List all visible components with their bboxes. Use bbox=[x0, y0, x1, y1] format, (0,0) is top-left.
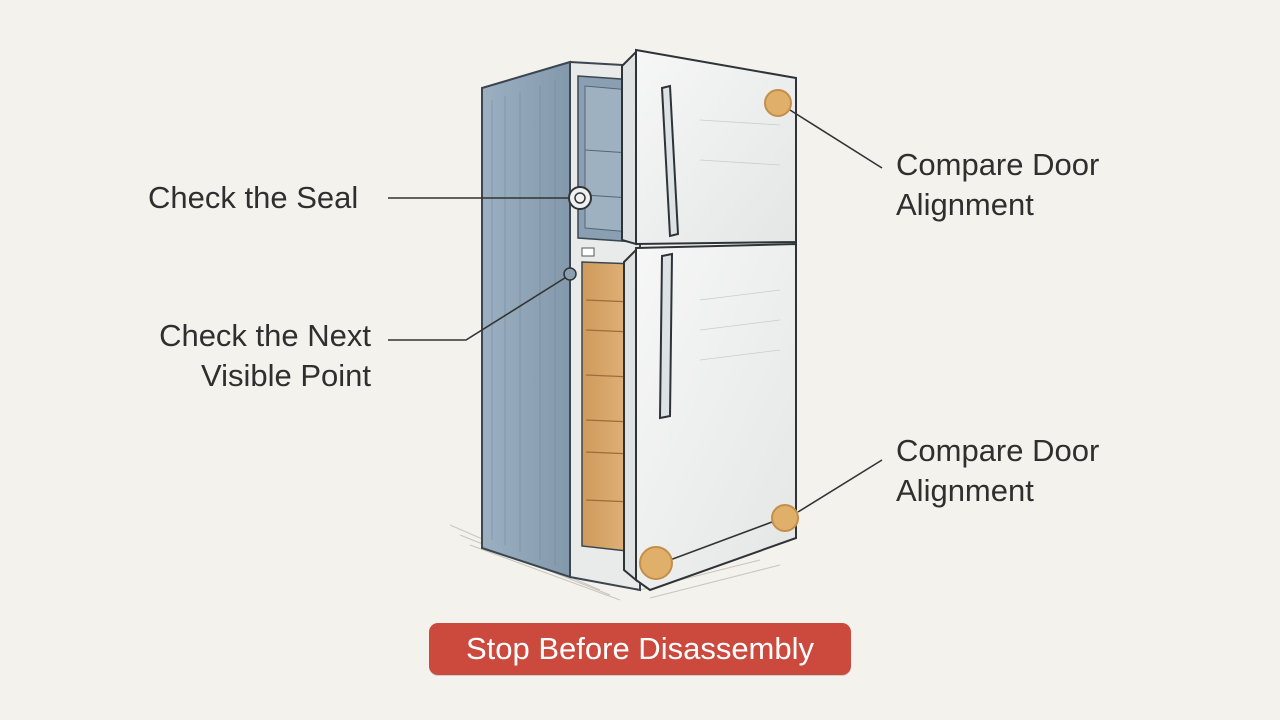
callout-check-next-line2: Visible Point bbox=[200, 358, 371, 393]
next-point-marker bbox=[563, 267, 577, 281]
door-bottom-marker bbox=[771, 504, 799, 532]
callout-door-bottom-line1: Compare Door bbox=[896, 433, 1100, 468]
callout-lines bbox=[388, 109, 883, 561]
freezer-door bbox=[635, 48, 797, 246]
door-top-marker bbox=[764, 89, 792, 117]
callout-check-next-point: Check the Next Visible Point bbox=[130, 316, 371, 396]
callout-door-alignment-top: Compare Door Alignment bbox=[896, 145, 1099, 225]
callout-door-top-line2: Alignment bbox=[896, 187, 1034, 222]
callout-door-bottom-line2: Alignment bbox=[896, 473, 1034, 508]
seal-marker bbox=[568, 186, 592, 210]
callout-check-next-line1: Check the Next bbox=[159, 318, 371, 353]
callout-door-top-line1: Compare Door bbox=[896, 147, 1100, 182]
warning-banner: Stop Before Disassembly bbox=[429, 623, 851, 675]
callout-check-seal: Check the Seal bbox=[148, 178, 358, 218]
fridge-handle bbox=[658, 252, 674, 420]
cabinet-side-panel bbox=[481, 60, 571, 579]
door-hinge-marker bbox=[639, 546, 673, 580]
freezer-handle bbox=[660, 84, 680, 238]
callout-door-alignment-bottom: Compare Door Alignment bbox=[896, 431, 1099, 511]
callout-check-seal-text: Check the Seal bbox=[148, 180, 359, 215]
warning-text: Stop Before Disassembly bbox=[465, 631, 815, 666]
